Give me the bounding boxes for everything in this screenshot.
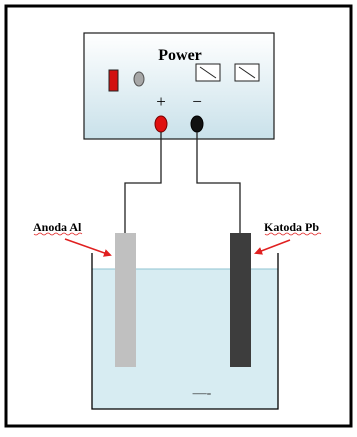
negative-symbol: −: [192, 92, 202, 111]
positive-symbol: +: [156, 92, 166, 111]
cathode-wire: [196, 132, 241, 233]
power-title: Power: [158, 47, 202, 64]
cathode-label-underline: [264, 232, 322, 236]
ammeter: [234, 63, 260, 82]
anode-arrow: [64, 238, 112, 257]
voltmeter-needle: [199, 66, 217, 79]
ammeter-needle: [238, 66, 256, 79]
anode-wire: [124, 132, 162, 233]
cathode-arrow: [254, 239, 291, 255]
cathode-electrode: [230, 233, 251, 367]
anode-label-underline: [33, 232, 83, 236]
anode-label: Anoda Al: [33, 220, 82, 234]
positive-terminal[interactable]: [154, 115, 168, 133]
power-knob[interactable]: [133, 71, 145, 87]
negative-terminal[interactable]: [190, 115, 204, 133]
electrolyte-mark: —-: [192, 386, 212, 401]
voltmeter: [195, 63, 221, 82]
anode-electrode: [115, 233, 136, 367]
cathode-label: Katoda Pb: [264, 220, 319, 234]
power-switch[interactable]: [108, 69, 119, 92]
power-supply: Power + −: [83, 32, 275, 140]
beaker: [91, 253, 279, 410]
